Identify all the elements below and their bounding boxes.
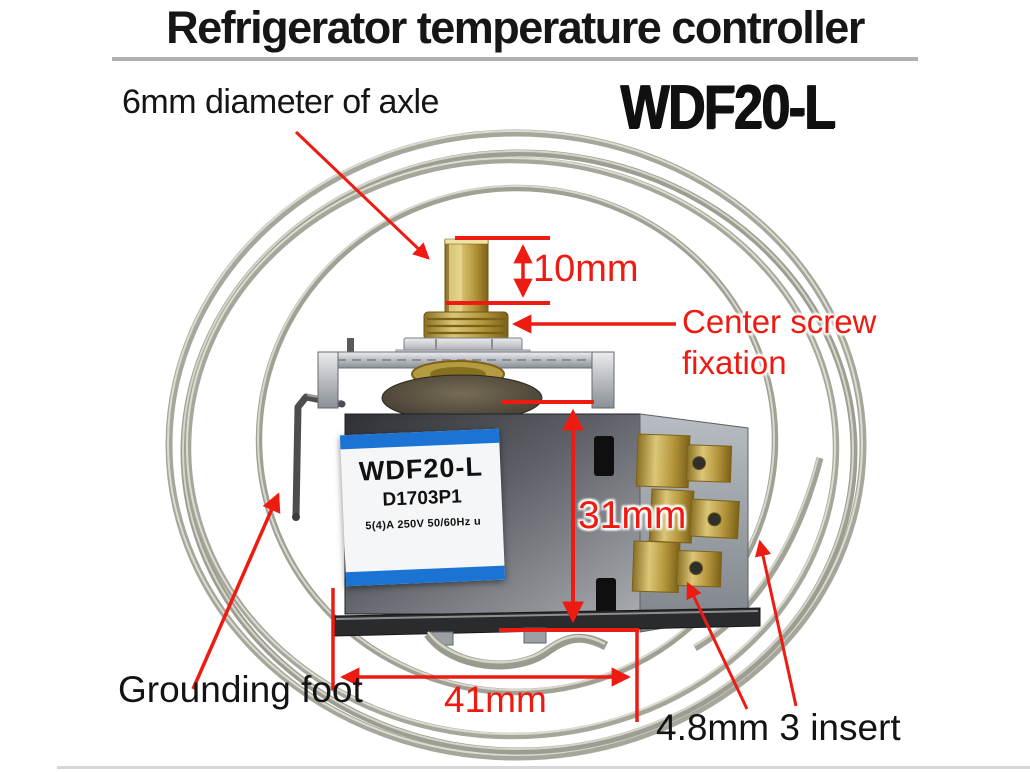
bottom-edge-strip xyxy=(57,766,1030,769)
callout-axle: 6mm diameter of axle xyxy=(122,83,439,121)
dim-41mm-lines xyxy=(331,588,639,722)
dim-31mm-label: 31mm xyxy=(578,494,687,537)
body-slot-top xyxy=(594,436,614,476)
thread-collar xyxy=(423,311,509,341)
model-heading: WDF20-L xyxy=(620,73,836,142)
page-title: Refrigerator temperature controller xyxy=(166,2,865,53)
insert-arrows xyxy=(686,539,798,710)
title-divider xyxy=(112,57,918,61)
terminal-top xyxy=(635,433,733,489)
dim-10mm-lines xyxy=(445,236,550,305)
callout-grounding-foot: Grounding foot xyxy=(118,669,363,710)
capillary-coil xyxy=(165,129,867,761)
callout-terminals: 4.8mm 3 insert xyxy=(656,707,901,748)
capillary-lead-in xyxy=(693,457,824,652)
callout-center-screw: Center screw fixation xyxy=(682,303,877,382)
terminal-bottom xyxy=(631,540,723,594)
axle-arrow xyxy=(294,130,430,260)
dim-31mm-lines xyxy=(499,400,639,632)
mounting-bracket xyxy=(317,338,615,409)
dim-10mm-label: 10mm xyxy=(533,248,639,290)
grounding-arrow xyxy=(191,492,281,690)
dim-41mm-label: 41mm xyxy=(444,679,547,720)
body-slot-bottom xyxy=(596,578,616,616)
capillary-s-bend xyxy=(424,631,609,670)
